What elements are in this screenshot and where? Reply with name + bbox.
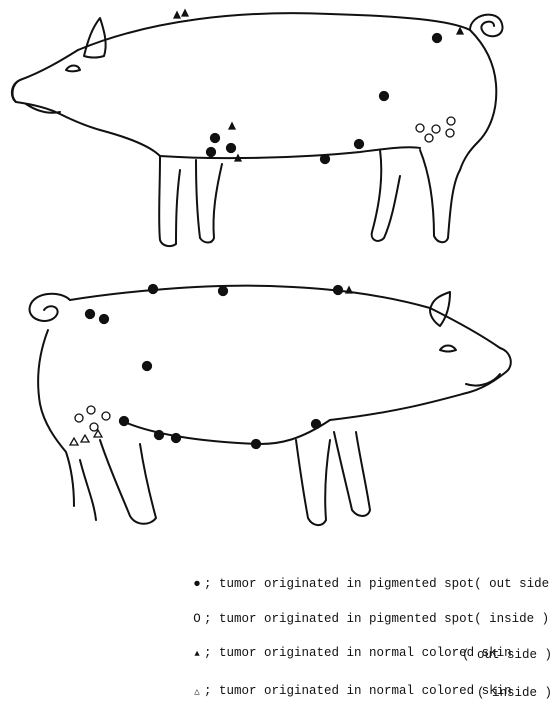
marker-open-triangle [81, 435, 89, 442]
legend-text: tumor originated in pigmented spot( out … [219, 577, 556, 591]
legend-separator: ; [204, 612, 219, 626]
pig-top-belly-outline [100, 130, 420, 158]
marker-filled-circle [211, 134, 220, 143]
open-triangle-icon: △ [190, 687, 204, 697]
pig-top-tail-outline [470, 15, 503, 37]
marker-filled-triangle [346, 287, 352, 293]
pig-top [12, 13, 503, 246]
pig-bottom-tail-outline [30, 294, 70, 321]
marker-open-circle [416, 124, 424, 132]
marker-open-circle [425, 134, 433, 142]
tumor-markers [70, 10, 463, 449]
marker-filled-circle [86, 310, 95, 319]
pig-top-head-outline [12, 50, 100, 130]
marker-filled-triangle [174, 12, 180, 18]
pig-top-hind-leg-outline [372, 150, 460, 242]
pig-top-back-outline [78, 13, 470, 50]
legend-separator: ; [204, 684, 219, 698]
legend-separator: ; [204, 646, 219, 660]
marker-open-triangle [70, 438, 78, 445]
marker-filled-triangle [235, 155, 241, 161]
marker-filled-circle [172, 434, 181, 443]
pig-bottom-back-outline [70, 286, 430, 308]
pig-bottom-hind-leg-outline [80, 440, 156, 524]
marker-filled-circle [100, 315, 109, 324]
marker-open-circle [447, 117, 455, 125]
legend-separator: ; [204, 577, 219, 591]
marker-filled-circle [380, 92, 389, 101]
filled-circle-icon: ● [190, 577, 204, 591]
pig-bottom-rump-outline [38, 330, 74, 506]
marker-open-circle [87, 406, 95, 414]
legend-text: tumor originated in normal colored skin [219, 684, 512, 698]
pig-top-snout-outline [13, 80, 20, 102]
marker-filled-circle [219, 287, 228, 296]
marker-open-circle [75, 414, 83, 422]
pig-top-ear-outline [84, 18, 106, 58]
pig-top-eye-outline [66, 66, 80, 72]
marker-filled-circle [252, 440, 261, 449]
pig-bottom-eye-outline [440, 346, 456, 352]
legend-item-open-triangle-continuation: ( inside ) [477, 686, 552, 700]
marker-filled-circle [433, 34, 442, 43]
marker-filled-circle [143, 362, 152, 371]
marker-filled-circle [312, 420, 321, 429]
marker-open-circle [432, 125, 440, 133]
open-circle-icon: O [190, 612, 204, 626]
marker-filled-circle [227, 144, 236, 153]
marker-open-circle [90, 423, 98, 431]
marker-filled-triangle [182, 10, 188, 16]
legend-text: tumor originated in pigmented spot( insi… [219, 612, 549, 626]
pig-top-front-leg-outline [159, 156, 222, 246]
marker-filled-circle [149, 285, 158, 294]
marker-filled-circle [207, 148, 216, 157]
marker-filled-triangle [229, 123, 235, 129]
marker-open-circle [446, 129, 454, 137]
marker-filled-circle [321, 155, 330, 164]
pig-bottom-head-outline [330, 308, 511, 420]
legend-item-filled-triangle-continuation: ( out side ) [462, 648, 552, 662]
filled-triangle-icon: ▲ [190, 649, 204, 659]
marker-filled-circle [120, 417, 129, 426]
marker-filled-circle [334, 286, 343, 295]
pig-bottom-mouth-outline [466, 374, 500, 386]
marker-filled-circle [355, 140, 364, 149]
marker-open-circle [102, 412, 110, 420]
pig-top-haunch-outline [460, 30, 496, 170]
pig-bottom-belly-outline [120, 420, 330, 444]
pig-bottom-front-leg-outline [296, 432, 370, 525]
marker-filled-triangle [457, 28, 463, 34]
marker-filled-circle [155, 431, 164, 440]
